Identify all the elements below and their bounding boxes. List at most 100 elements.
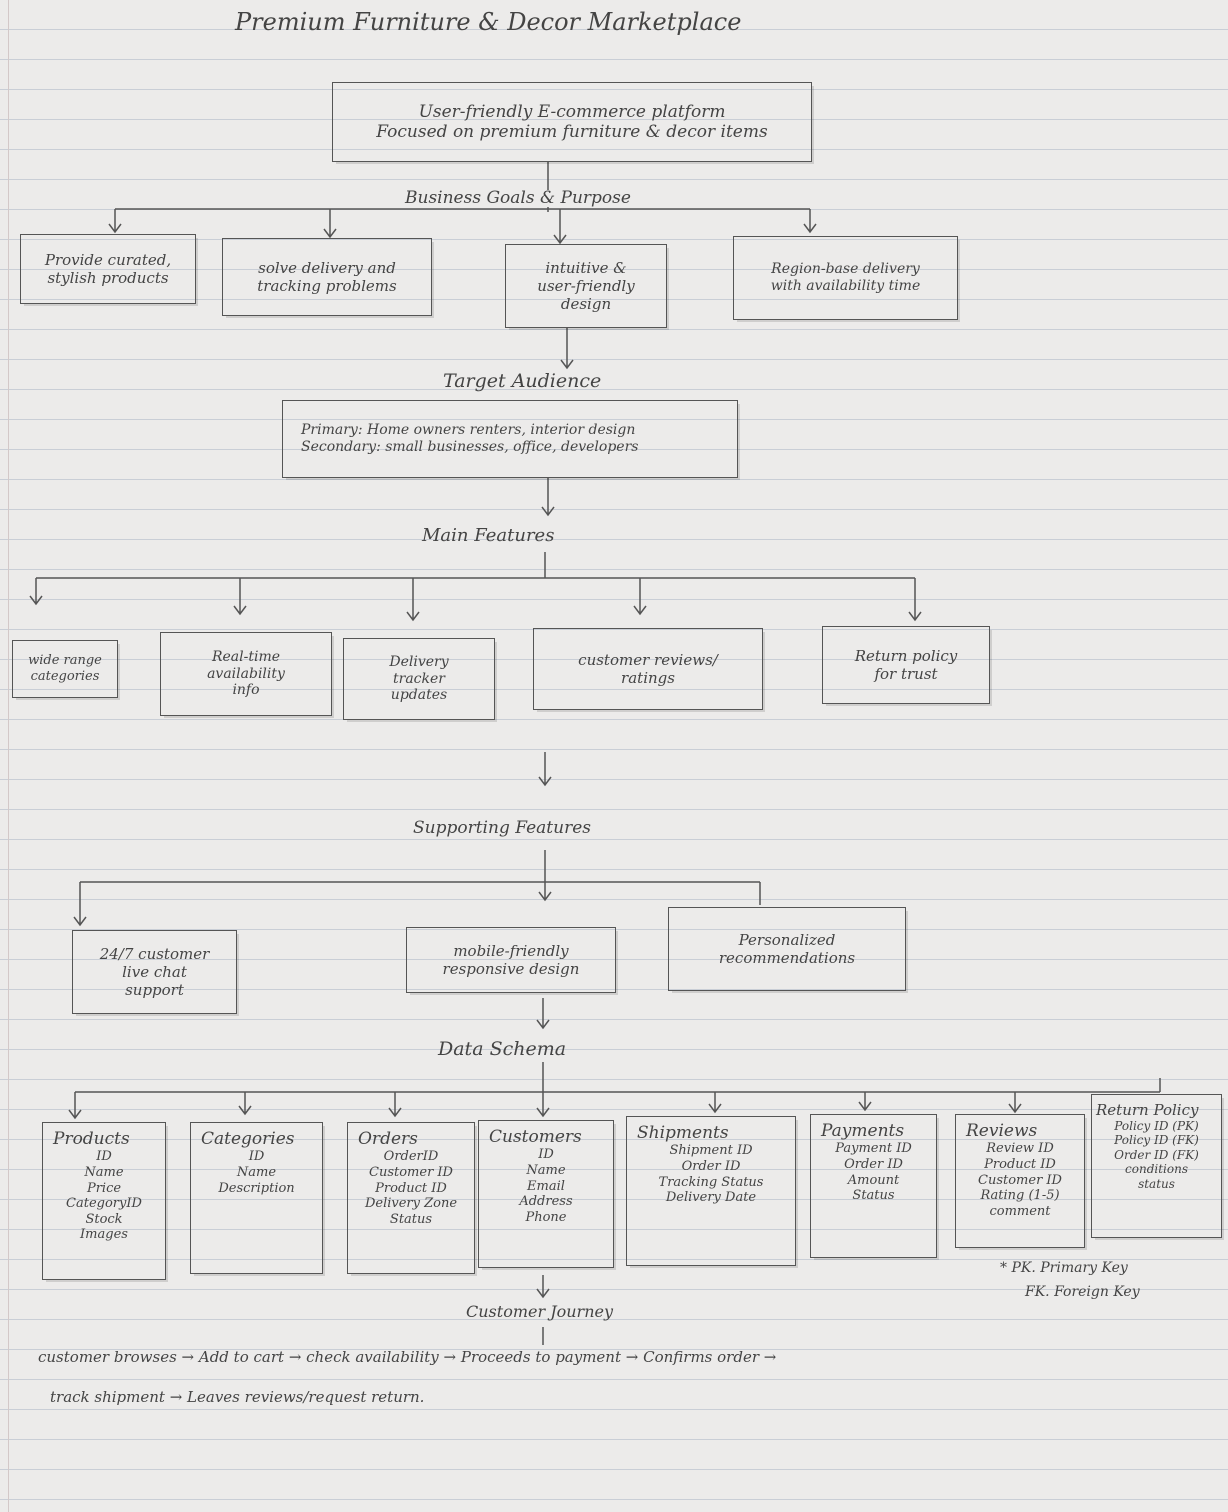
schema-table-name: Payments [821, 1121, 905, 1141]
schema-field: Email [527, 1178, 565, 1194]
feature-text: for trust [874, 665, 938, 683]
schema-field: Order ID [681, 1158, 741, 1174]
goal-box: Provide curated, stylish products [20, 234, 196, 304]
goal-text: stylish products [47, 269, 169, 287]
schema-field: Customer ID [978, 1172, 1062, 1188]
schema-field: OrderID [383, 1149, 439, 1165]
goal-text: Region-base delivery [771, 261, 920, 278]
schema-field: Shipment ID [669, 1143, 753, 1159]
schema-field: Name [526, 1162, 566, 1178]
schema-field: Payment ID [835, 1141, 912, 1157]
schema-table-customers: Customers ID Name Email Address Phone [478, 1120, 614, 1268]
feature-text: Return policy [854, 647, 958, 665]
schema-field: Address [519, 1194, 573, 1210]
supporting-feature-text: live chat [122, 963, 187, 981]
schema-field: comment [989, 1203, 1051, 1219]
feature-text: ratings [621, 669, 675, 687]
supporting-feature-box: Personalized recommendations [668, 907, 906, 991]
schema-table-name: Customers [489, 1127, 582, 1147]
schema-table-name: Products [53, 1129, 130, 1149]
supporting-features-heading: Supporting Features [413, 818, 591, 838]
schema-table-name: Reviews [966, 1121, 1038, 1141]
schema-field: Policy ID (FK) [1114, 1133, 1199, 1148]
goal-box: intuitive & user-friendly design [505, 244, 667, 328]
audience-line: Primary: Home owners renters, interior d… [301, 422, 636, 439]
feature-box: wide range categories [12, 640, 118, 698]
customer-journey-line: track shipment → Leaves reviews/request … [50, 1388, 425, 1406]
feature-text: availability [207, 665, 285, 682]
target-audience-box: Primary: Home owners renters, interior d… [282, 400, 738, 478]
audience-line: Secondary: small businesses, office, dev… [301, 439, 639, 455]
feature-text: tracker [393, 670, 445, 687]
customer-journey-heading: Customer Journey [466, 1302, 614, 1321]
supporting-feature-text: support [125, 981, 184, 999]
feature-text: wide range [28, 653, 102, 669]
schema-table-reviews: Reviews Review ID Product ID Customer ID… [955, 1114, 1085, 1248]
schema-table-return-policy: Return Policy Policy ID (PK) Policy ID (… [1091, 1094, 1222, 1238]
legend-primary-key: * PK. Primary Key [1000, 1260, 1128, 1276]
schema-field: Price [86, 1180, 122, 1196]
target-audience-heading: Target Audience [443, 370, 602, 392]
schema-field: Rating (1-5) [980, 1188, 1060, 1204]
goal-text: with availability time [770, 278, 921, 294]
schema-field: Status [852, 1188, 895, 1204]
goal-text: design [560, 295, 612, 313]
schema-table-name: Shipments [637, 1123, 729, 1143]
feature-box: customer reviews/ ratings [533, 628, 763, 710]
schema-field: Name [84, 1164, 124, 1180]
feature-text: Real-time [211, 648, 281, 665]
schema-table-products: Products ID Name Price CategoryID Stock … [42, 1122, 166, 1280]
schema-field: CategoryID [66, 1196, 142, 1212]
schema-field: Customer ID [369, 1164, 453, 1180]
schema-field: ID [538, 1147, 554, 1163]
feature-text: updates [390, 687, 448, 704]
business-goals-heading: Business Goals & Purpose [405, 188, 631, 208]
goal-box: Region-base delivery with availability t… [733, 236, 958, 320]
customer-journey-line: customer browses → Add to cart → check a… [38, 1348, 777, 1366]
goal-text: user-friendly [537, 277, 635, 295]
feature-text: Delivery [389, 653, 449, 670]
supporting-feature-box: mobile-friendly responsive design [406, 927, 616, 993]
schema-field: Description [218, 1180, 295, 1196]
schema-table-name: Return Policy [1096, 1101, 1199, 1119]
schema-table-name: Orders [358, 1129, 418, 1149]
intro-line: User-friendly E-commerce platform [418, 101, 726, 122]
schema-field: Product ID [984, 1156, 1056, 1172]
feature-box: Real-time availability info [160, 632, 332, 716]
supporting-feature-text: mobile-friendly [453, 942, 569, 960]
supporting-feature-text: recommendations [718, 949, 856, 967]
supporting-feature-box: 24/7 customer live chat support [72, 930, 237, 1014]
goal-text: Provide curated, [44, 251, 172, 269]
schema-field: Product ID [375, 1180, 447, 1196]
schema-field: Order ID (FK) [1114, 1147, 1199, 1162]
feature-box: Delivery tracker updates [343, 638, 495, 720]
schema-field: Policy ID (PK) [1114, 1119, 1199, 1133]
intro-box: User-friendly E-commerce platform Focuse… [332, 82, 812, 162]
schema-table-name: Categories [201, 1129, 295, 1149]
goal-text: intuitive & [545, 259, 627, 277]
data-schema-heading: Data Schema [438, 1038, 567, 1060]
schema-field: Name [236, 1164, 277, 1180]
main-features-heading: Main Features [422, 525, 555, 546]
schema-field: Review ID [986, 1141, 1054, 1157]
intro-line: Focused on premium furniture & decor ite… [376, 122, 768, 142]
feature-box: Return policy for trust [822, 626, 990, 704]
schema-field: Phone [525, 1209, 567, 1225]
schema-field: Images [80, 1227, 128, 1243]
goal-text: tracking problems [257, 277, 397, 295]
schema-table-categories: Categories ID Name Description [190, 1122, 323, 1274]
legend-foreign-key: FK. Foreign Key [1025, 1284, 1140, 1300]
schema-field: Status [389, 1211, 433, 1227]
supporting-feature-text: Personalized [738, 931, 836, 949]
schema-field: Delivery Zone [364, 1196, 458, 1212]
schema-field: Stock [85, 1211, 123, 1227]
schema-field: conditions [1125, 1162, 1188, 1177]
goal-text: solve delivery and [258, 259, 396, 277]
notebook-margin-line [8, 0, 9, 1512]
schema-table-shipments: Shipments Shipment ID Order ID Tracking … [626, 1116, 796, 1266]
schema-field: Order ID [844, 1156, 903, 1172]
page-title: Premium Furniture & Decor Marketplace [235, 8, 742, 36]
schema-field: Tracking Status [658, 1174, 764, 1190]
feature-text: customer reviews/ [578, 651, 718, 669]
